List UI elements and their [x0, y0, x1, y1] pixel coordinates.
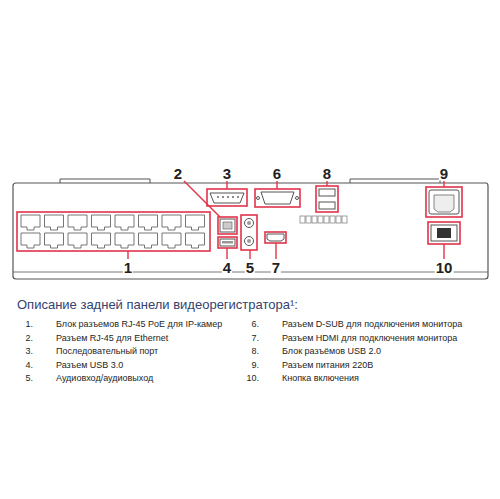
list-number: 7. — [243, 334, 259, 344]
callout-number: 3 — [222, 166, 232, 181]
rj45-port — [162, 233, 181, 248]
list-text: Кнопка включения — [282, 374, 359, 384]
rj45-port — [21, 215, 40, 230]
callout-number: 6 — [272, 166, 282, 181]
list-text: Блок разъёмов USB 2.0 — [282, 347, 381, 357]
panel-title: Описание задней панели видеорегистратора… — [17, 297, 298, 312]
rj45-port — [21, 233, 40, 248]
rj45-port — [45, 233, 64, 248]
callout-number: 5 — [245, 260, 255, 275]
terminal-pin — [318, 216, 323, 223]
list-text: Последовательный порт — [56, 347, 158, 357]
callout-number: 2 — [173, 166, 183, 181]
list-text: Разъем RJ-45 для Ethernet — [56, 334, 168, 344]
rj45-port — [139, 233, 158, 248]
terminal-pin — [312, 216, 317, 223]
callout-number: 10 — [435, 260, 454, 275]
rj45-port — [186, 233, 205, 248]
list-number: 4. — [17, 361, 33, 371]
rj45-port — [45, 215, 64, 230]
terminal-pin — [306, 216, 311, 223]
list-text: Разъем USB 3.0 — [56, 361, 123, 371]
list-number: 2. — [17, 334, 33, 344]
callout-number: 4 — [222, 260, 232, 275]
callout-number: 1 — [123, 260, 133, 275]
rj45-port — [92, 215, 111, 230]
list-text: Аудиовход/аудиовыход — [56, 374, 153, 384]
rj45-port — [139, 215, 158, 230]
callout-number: 8 — [322, 166, 332, 181]
list-text: Разъем D-SUB для подключения монитора — [282, 320, 462, 330]
list-number: 8. — [243, 347, 259, 357]
terminal-pin — [324, 216, 329, 223]
rj45-port — [115, 233, 134, 248]
list-number: 9. — [243, 361, 259, 371]
list-text: Блок разъемов RJ-45 PoE для IP-камер — [56, 320, 222, 330]
terminal-pin — [300, 216, 305, 223]
list-number: 10. — [243, 374, 259, 384]
terminal-pin — [336, 216, 341, 223]
rj45-port — [186, 215, 205, 230]
list-number: 3. — [17, 347, 33, 357]
rj45-port — [92, 233, 111, 248]
rj45-port — [68, 215, 87, 230]
terminal-pin — [330, 216, 335, 223]
list-number: 5. — [17, 374, 33, 384]
callout-number: 9 — [439, 166, 449, 181]
callout-number: 7 — [271, 260, 281, 275]
rj45-port — [115, 215, 134, 230]
terminal-pin — [342, 216, 347, 223]
rj45-port — [162, 215, 181, 230]
list-number: 6. — [243, 320, 259, 330]
list-text: Разъем HDMI для подключения монитора — [282, 334, 457, 344]
rj45-port — [68, 233, 87, 248]
list-number: 1. — [17, 320, 33, 330]
list-text: Разъем питания 220В — [282, 361, 373, 371]
